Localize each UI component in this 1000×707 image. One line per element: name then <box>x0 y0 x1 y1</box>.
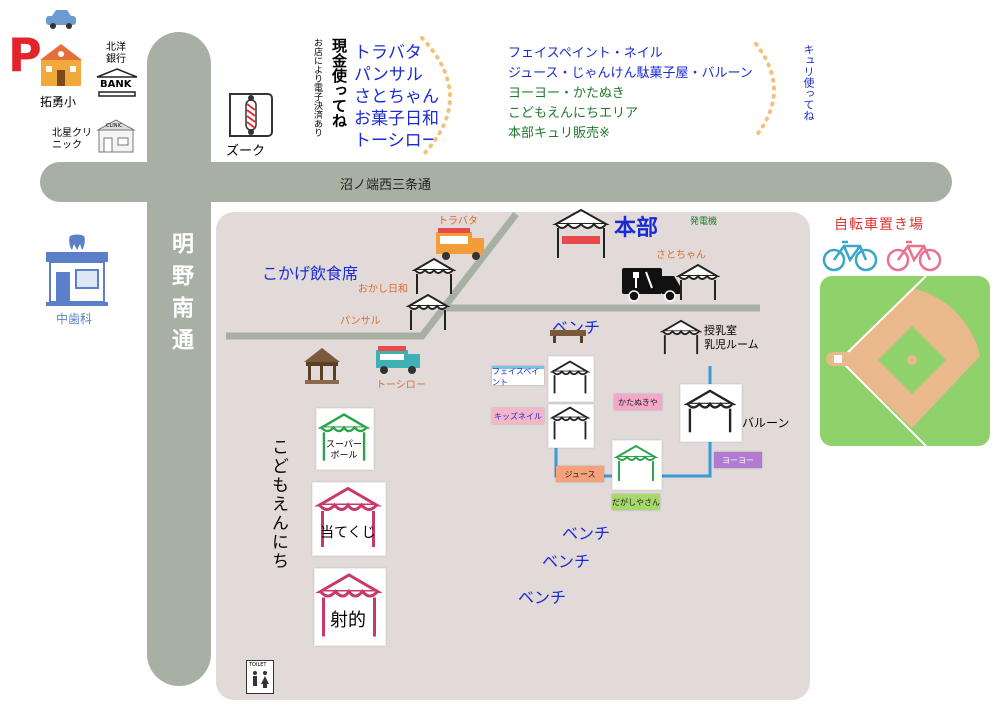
tent-icon <box>550 406 590 440</box>
ticket-item-list: フェイスペイント・ネイル ジュース・じゃんけん駄菓子屋・バルーン ヨーヨー・かた… <box>508 44 753 144</box>
tent-icon <box>318 413 370 461</box>
torabata-label: トラバタ <box>438 216 478 227</box>
cash-title: 現金使ってね <box>330 38 348 128</box>
barber-pole-icon <box>224 88 278 146</box>
cash-vendor: トーシロー <box>354 131 439 151</box>
bank-sign: BANK <box>100 79 132 90</box>
toilet-icon: TOILET <box>246 660 274 694</box>
ticket-item: フェイスペイント・ネイル <box>508 46 663 61</box>
balloon-label: バルーン <box>742 416 790 430</box>
satochan-label: さとちゃん <box>656 250 706 261</box>
bicycle-icon <box>886 240 942 272</box>
cash-dotted-arc <box>420 36 452 158</box>
bench-label: ベンチ <box>518 588 567 607</box>
bicycle-icon <box>822 240 878 272</box>
tent-icon <box>412 257 456 294</box>
tent-icon <box>676 263 720 300</box>
cash-vendor: パンサル <box>354 65 423 85</box>
ticket-item: ジュース・じゃんけん駄菓子屋・バルーン <box>508 66 753 81</box>
kitchen-truck-icon <box>622 268 680 302</box>
cash-vendor: トラバタ <box>354 43 422 63</box>
juice-sign: ジュース <box>556 466 604 482</box>
barber-label: ズーク <box>226 144 266 159</box>
toshiro-label: トーシロー <box>376 380 426 391</box>
ticket-item: 本部キュリ販売※ <box>508 126 610 141</box>
car-icon <box>44 8 78 34</box>
ticket-item: ヨーヨー・かたぬき <box>508 86 625 101</box>
tent-icon <box>314 486 382 547</box>
baseball-field-icon <box>820 276 990 446</box>
road-vertical-label: 明野南通 <box>168 232 193 360</box>
shateki-label: 射的 <box>330 610 366 631</box>
tent-icon <box>550 360 590 394</box>
clinic-label: 北星クリ ニック <box>52 128 92 151</box>
tent-icon <box>660 319 702 355</box>
cash-vendor: さとちゃん <box>354 87 439 107</box>
school-icon <box>36 42 86 92</box>
bank-icon: BANK <box>96 68 138 98</box>
bench-label: ベンチ <box>542 552 591 571</box>
gazebo-icon <box>304 348 340 384</box>
ticket-dotted-arc <box>754 42 776 138</box>
kids-nail-sign: キッズネイル <box>492 408 544 424</box>
dental-icon <box>44 232 110 312</box>
road-horizontal-label: 沼ノ端西三条通 <box>340 178 432 193</box>
cash-note: お店により電子決済あり <box>312 38 322 137</box>
tent-icon <box>406 293 450 330</box>
ticket-title: キュリ使ってね <box>802 44 815 121</box>
superball-label: スーパー ボール <box>326 440 362 461</box>
pansaru-label: パンサル <box>340 316 381 327</box>
face-paint-sign: フェイスペイント <box>492 366 544 387</box>
honbu-label: 本部 <box>614 216 659 241</box>
bench-label: ベンチ <box>562 524 611 543</box>
atekuji-label: 当てくじ <box>320 525 376 541</box>
okashi-label: おかし日和 <box>358 284 408 295</box>
dental-label: 中歯科 <box>56 312 93 326</box>
katanuki-sign: かたぬきや <box>614 394 662 410</box>
tent-icon <box>316 573 382 637</box>
honbu-tent-icon <box>552 208 610 258</box>
clinic-sign: CLINIC <box>106 123 123 129</box>
school-label: 拓勇小 <box>40 95 77 109</box>
toilet-sign: TOILET <box>249 662 267 668</box>
ticket-item: こどもえんにちエリア <box>508 106 639 121</box>
parking-icon: P <box>8 28 42 82</box>
bank-name: 北洋 銀行 <box>106 42 126 65</box>
clinic-icon: CLINIC <box>96 118 136 158</box>
bench-icon <box>550 330 586 343</box>
generator-label: 発電機 <box>690 217 718 227</box>
dining-label: こかげ飲食席 <box>262 264 359 283</box>
road-vertical <box>147 32 211 686</box>
cash-vendor-list: トラバタ パンサル さとちゃん お菓子日和 トーシロー <box>354 42 439 152</box>
kids-area-label: こどもえんにち <box>268 438 288 571</box>
yoyo-sign: ヨーヨー <box>714 452 762 468</box>
food-truck-icon <box>376 346 420 374</box>
nursing-label: 授乳室 乳児ルーム <box>704 324 759 351</box>
tent-icon <box>614 444 658 481</box>
bicycle-parking-label: 自転車置き場 <box>834 217 924 233</box>
food-truck-icon <box>436 228 484 260</box>
cash-vendor: お菓子日和 <box>354 109 439 129</box>
dagashi-sign: だがしやさん <box>612 494 660 510</box>
balloon-tent-icon <box>684 389 736 433</box>
